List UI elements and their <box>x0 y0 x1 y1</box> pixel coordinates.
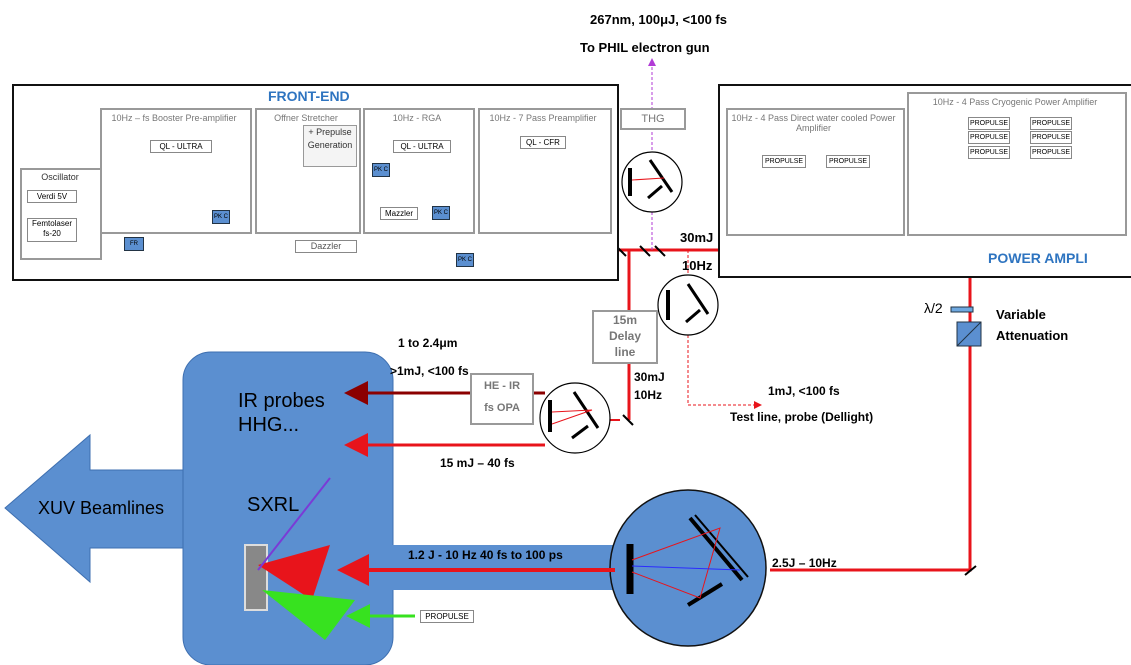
cryo-propulse-5: PROPULSE <box>968 146 1010 159</box>
he-ir-2: fs OPA <box>484 402 520 414</box>
oscillator-title: Oscillator <box>41 172 79 182</box>
cryo-propulse-3: PROPULSE <box>968 131 1010 144</box>
cryo-amp-box <box>907 92 1127 236</box>
uv-line1: 267nm, 100μJ, <100 fs <box>590 12 727 27</box>
booster-ql: QL - ULTRA <box>150 140 212 153</box>
chamber-hhg: HHG... <box>238 414 300 436</box>
test-line-2: Test line, probe (Dellight) <box>730 410 874 424</box>
label-30mj-top: 30mJ <box>680 230 714 245</box>
ir-energy-label: >1mJ, <100 fs <box>390 364 469 378</box>
cryo-propulse-1: PROPULSE <box>968 117 1010 130</box>
direct-amp-box <box>726 108 905 236</box>
femto-label-1: Femtolaser <box>31 219 72 228</box>
cryo-propulse-6: PROPULSE <box>1030 146 1072 159</box>
he-ir-1: HE - IR <box>483 380 521 392</box>
compressor-band <box>390 545 625 590</box>
label-10hz-mid: 10Hz <box>634 388 663 402</box>
prepulse-1: + Prepulse <box>308 127 352 137</box>
uv-line2: To PHIL electron gun <box>580 40 710 55</box>
ir-range-label: 1 to 2.4μm <box>398 336 458 350</box>
preamp-ql: QL - CFR <box>520 136 566 149</box>
experiment-chamber <box>182 351 394 665</box>
power-ampli-title: POWER AMPLI <box>988 250 1088 266</box>
fr-label: FR <box>124 237 144 251</box>
label-30mj-mid: 30mJ <box>634 370 665 384</box>
chamber-sxrl: SXRL <box>247 494 300 516</box>
thg-label: THG <box>620 108 686 130</box>
he-ir-box: HE - IR fs OPA <box>470 373 534 425</box>
beam-15mj-label: 15 mJ – 40 fs <box>440 456 515 470</box>
direct-amp-title-2: Amplifier <box>795 123 831 133</box>
booster-pkc: PK C <box>212 210 230 224</box>
preamp-pkc: PK C <box>456 253 474 267</box>
cryo-propulse-4: PROPULSE <box>1030 131 1072 144</box>
xuv-beamlines-label: XUV Beamlines <box>38 498 165 518</box>
delay-2: Delay <box>608 329 642 343</box>
preamp-box <box>478 108 612 234</box>
delay-1: 15m <box>612 313 638 327</box>
rga-pkc: PK C <box>372 163 390 177</box>
rga-ql: QL - ULTRA <box>393 140 451 153</box>
mazzler-label: Mazzler <box>380 207 418 220</box>
delay-3: line <box>614 345 636 359</box>
preamp-title: 10Hz - 7 Pass Preamplifier <box>489 113 597 123</box>
test-line-1: 1mJ, <100 fs <box>768 384 840 398</box>
rga-title: 10Hz - RGA <box>392 113 442 123</box>
cryo-propulse-2: PROPULSE <box>1030 117 1072 130</box>
attenuation-label: Attenuation <box>996 328 1069 343</box>
direct-propulse-2: PROPULSE <box>826 155 870 168</box>
prepulse-2: Generation <box>307 140 353 150</box>
variable-label: Variable <box>996 307 1046 322</box>
verdi-label: Verdi 5V <box>27 190 77 203</box>
rga-pkc2: PK C <box>432 206 450 220</box>
label-10hz-top: 10Hz <box>682 258 713 273</box>
beam-25j-label: 2.5J – 10Hz <box>772 556 837 570</box>
dazzler-label: Dazzler <box>295 240 357 253</box>
direct-propulse-1: PROPULSE <box>762 155 806 168</box>
femto-label-2: fs-20 <box>43 229 61 238</box>
stretcher-title: Offner Stretcher <box>274 113 338 123</box>
direct-amp-title-1: 10Hz - 4 Pass Direct water cooled Power <box>731 113 896 123</box>
cryo-amp-title: 10Hz - 4 Pass Cryogenic Power Amplifier <box>932 97 1098 107</box>
front-end-title: FRONT-END <box>268 88 350 104</box>
chamber-ir-probes: IR probes <box>238 390 325 412</box>
propulse-bottom: PROPULSE <box>420 610 474 623</box>
test-compressor <box>657 274 719 336</box>
thg-compressor <box>621 151 683 213</box>
lambda-label: λ/2 <box>924 300 943 316</box>
beam-main-label: 1.2 J - 10 Hz 40 fs to 100 ps <box>408 548 563 562</box>
opa-compressor <box>539 382 611 454</box>
booster-title: 10Hz – fs Booster Pre-amplifier <box>111 113 237 123</box>
